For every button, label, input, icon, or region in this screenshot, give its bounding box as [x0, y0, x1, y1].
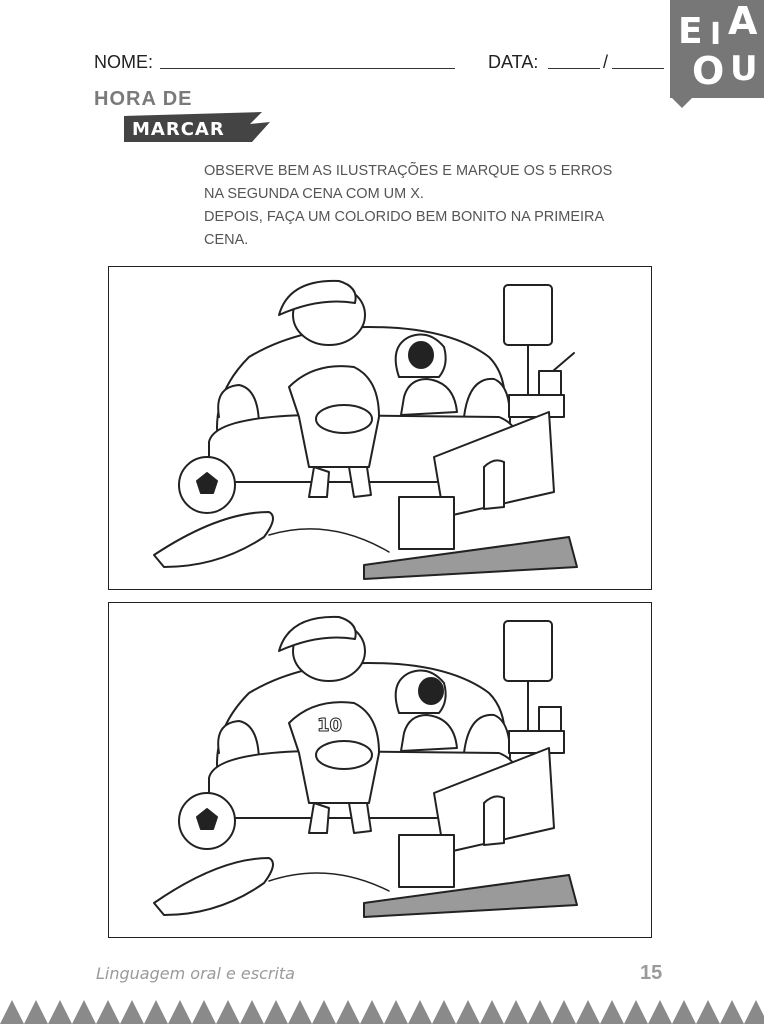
- lamp-shade: [503, 284, 553, 346]
- vowel-i: I: [710, 17, 722, 52]
- shirt-number: 10: [317, 715, 342, 736]
- vowel-e: E: [678, 11, 703, 52]
- instruction-line-2: NA SEGUNDA CENA COM UM X.: [204, 186, 424, 202]
- date-separator: /: [603, 52, 609, 72]
- vowel-o: O: [692, 49, 725, 93]
- name-label: NOME:: [94, 52, 154, 72]
- straw: [552, 352, 575, 372]
- vowel-a: A: [728, 0, 758, 43]
- instruction-line-3: DEPOIS, FAÇA UM COLORIDO BEM BONITO NA P…: [204, 209, 605, 225]
- cup: [538, 370, 562, 396]
- instruction-line-1: OBSERVE BEM AS ILUSTRAÇÕES E MARQUE OS 5…: [204, 163, 613, 179]
- instruction-line-4: CENA.: [204, 232, 249, 248]
- side-table: [508, 394, 565, 418]
- instructions: OBSERVE BEM AS ILUSTRAÇÕES E MARQUE OS 5…: [204, 160, 674, 252]
- date-label: DATA:: [488, 52, 539, 72]
- zigzag-border: [0, 996, 764, 1024]
- scene-with-errors[interactable]: 10: [108, 602, 652, 938]
- banner-label: MARCAR: [132, 119, 225, 140]
- boy: [278, 279, 380, 498]
- skateboard: [153, 511, 274, 568]
- soccer-ball: [178, 456, 236, 514]
- tab-tip-icon: [670, 96, 694, 108]
- vowels-tab: E I A O U: [670, 0, 764, 98]
- section-title: HORA DE: [94, 88, 193, 110]
- scene-original[interactable]: [108, 266, 652, 590]
- vowel-u: U: [730, 49, 758, 89]
- marcar-banner: MARCAR: [124, 112, 270, 142]
- page-number: 15: [640, 962, 663, 984]
- moon-bullet-icon: [188, 164, 195, 178]
- computer: [363, 411, 578, 580]
- footer-subject: Linguagem oral e escrita: [96, 964, 295, 983]
- name-field[interactable]: [160, 68, 455, 69]
- date-day-field[interactable]: [548, 68, 600, 69]
- date-month-field[interactable]: [612, 68, 664, 69]
- dog: [394, 333, 458, 416]
